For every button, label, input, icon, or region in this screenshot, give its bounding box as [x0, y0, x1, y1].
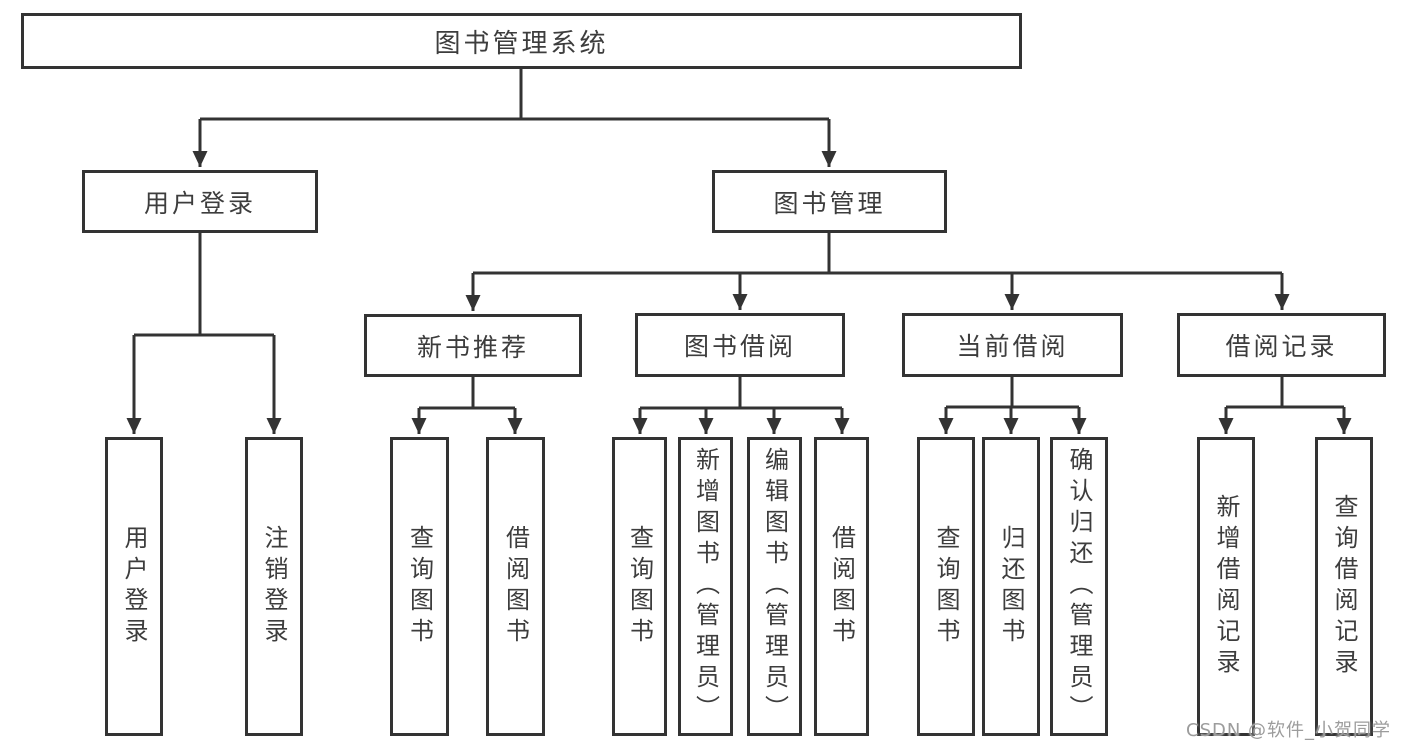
- node-root-label: 图书管理系统: [434, 28, 609, 59]
- node-book-borrowing-label: 图书借阅: [683, 332, 796, 361]
- node-borrowing-records-label: 借阅记录: [1225, 332, 1338, 361]
- connector-user-login-branch: [134, 233, 274, 337]
- leaf-query-borrow-record-label: 查询借阅记录: [1330, 493, 1358, 680]
- node-current-borrowing: 当前借阅: [902, 313, 1123, 377]
- leaf-borrow-books-under-recommendation: 借阅图书: [486, 437, 545, 736]
- leaf-edit-books-admin: 编辑图书（管理员）: [747, 437, 802, 736]
- connector-borrow-record-branch: [1226, 377, 1344, 409]
- node-book-management: 图书管理: [712, 170, 947, 233]
- leaf-query-borrow-record: 查询借阅记录: [1315, 437, 1373, 736]
- leaf-query-books-under-recommendation: 查询图书: [390, 437, 449, 736]
- connector-book-borrow-branch: [640, 377, 842, 410]
- leaf-query-books-label: 查询图书: [932, 524, 960, 649]
- leaf-query-books-label: 查询图书: [405, 524, 434, 649]
- leaf-query-books-label: 查询图书: [625, 524, 654, 649]
- leaf-query-books-under-current: 查询图书: [917, 437, 975, 736]
- connector-book-mgmt-branch: [473, 233, 1282, 275]
- leaf-return-books: 归还图书: [982, 437, 1040, 736]
- leaf-add-borrow-record: 新增借阅记录: [1197, 437, 1255, 736]
- node-new-book-recommendation-label: 新书推荐: [416, 332, 529, 362]
- node-user-login: 用户登录: [82, 170, 318, 233]
- node-book-management-label: 图书管理: [773, 188, 886, 218]
- leaf-user-login: 用户登录: [105, 437, 163, 736]
- node-book-borrowing: 图书借阅: [635, 313, 845, 377]
- leaf-user-login-label: 用户登录: [120, 524, 148, 649]
- leaf-borrow-books-label: 借阅图书: [501, 524, 530, 649]
- connector-current-borrow-branch: [946, 377, 1079, 409]
- leaf-return-books-label: 归还图书: [997, 524, 1025, 649]
- leaf-add-books-admin-label: 新增图书（管理员）: [691, 447, 720, 726]
- node-current-borrowing-label: 当前借阅: [956, 332, 1069, 361]
- leaf-add-borrow-record-label: 新增借阅记录: [1212, 493, 1240, 680]
- leaf-confirm-return-admin: 确认归还（管理员）: [1050, 437, 1108, 736]
- leaf-query-books-under-borrowing: 查询图书: [612, 437, 667, 736]
- leaf-logout: 注销登录: [245, 437, 303, 736]
- leaf-edit-books-admin-label: 编辑图书（管理员）: [760, 447, 789, 726]
- node-root: 图书管理系统: [21, 13, 1022, 69]
- leaf-logout-label: 注销登录: [260, 524, 288, 649]
- connector-new-book-rec-branch: [419, 377, 515, 410]
- node-user-login-label: 用户登录: [143, 188, 256, 218]
- watermark: CSDN @软件_小贺同学: [1186, 720, 1392, 741]
- node-borrowing-records: 借阅记录: [1177, 313, 1386, 377]
- leaf-borrow-books-label: 借阅图书: [827, 524, 856, 649]
- leaf-add-books-admin: 新增图书（管理员）: [678, 437, 733, 736]
- leaf-borrow-books-under-borrowing: 借阅图书: [814, 437, 869, 736]
- node-new-book-recommendation: 新书推荐: [364, 314, 582, 377]
- leaf-confirm-return-admin-label: 确认归还（管理员）: [1065, 447, 1093, 726]
- connector-root-branch: [200, 69, 829, 121]
